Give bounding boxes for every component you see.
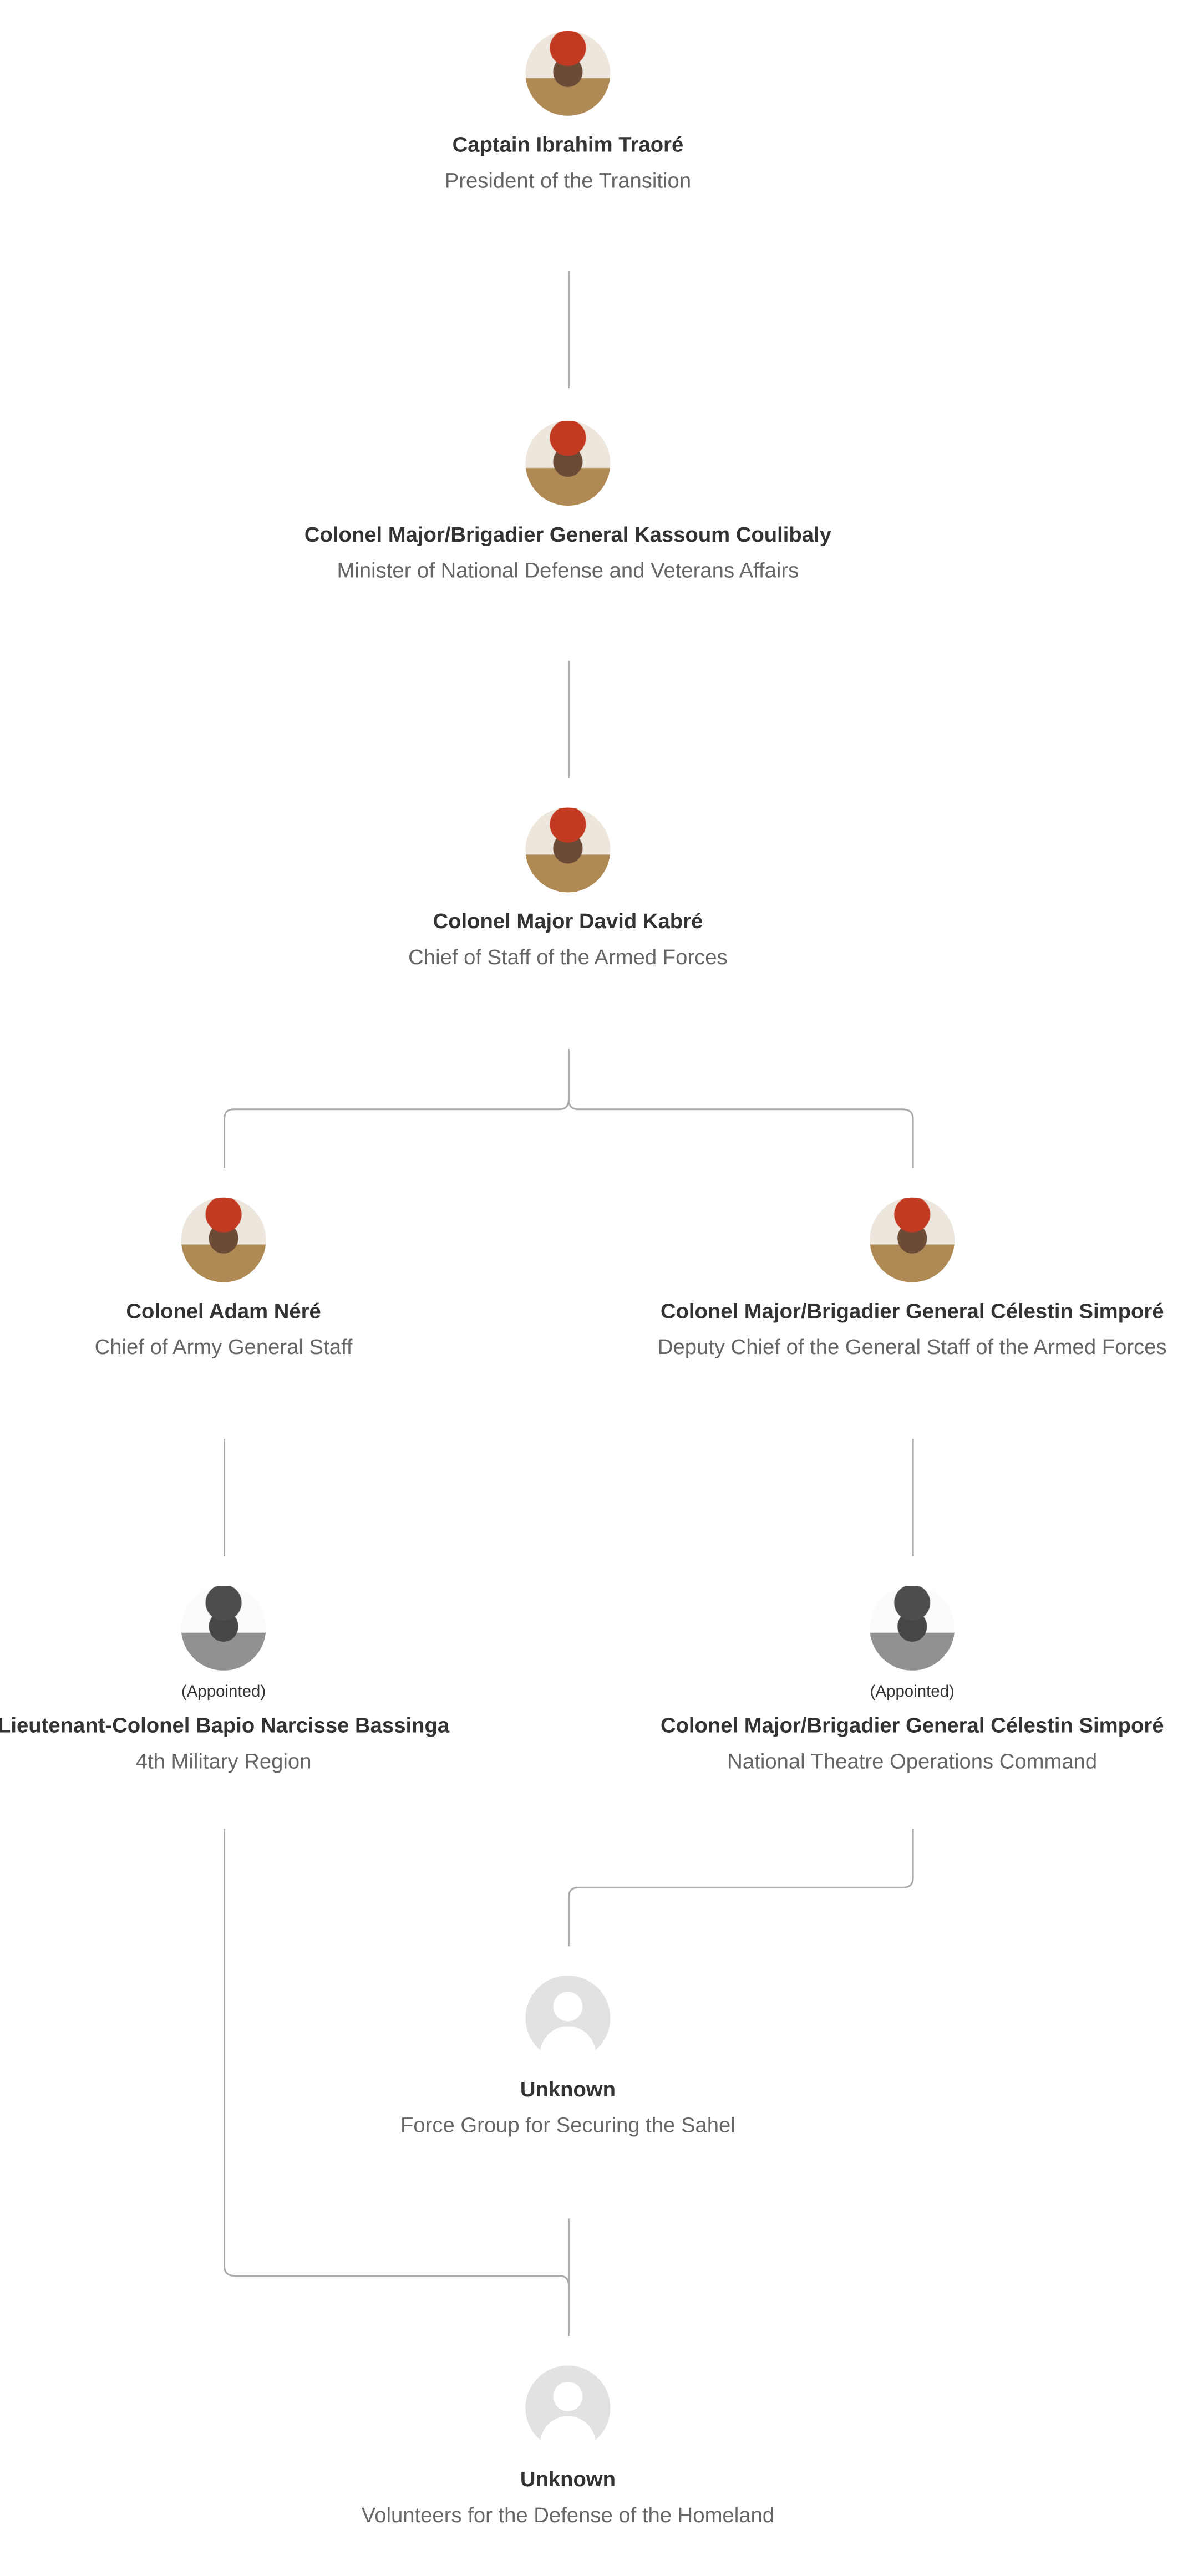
node-theatre-operations[interactable]: (Appointed) Colonel Major/Brigadier Gene… bbox=[602, 1585, 1188, 1775]
node-name: Lieutenant-Colonel Bapio Narcisse Bassin… bbox=[0, 1713, 450, 1738]
node-name: Colonel Major/Brigadier General Célestin… bbox=[660, 1713, 1164, 1738]
node-homeland-volunteers[interactable]: Unknown Volunteers for the Defense of th… bbox=[258, 2365, 878, 2528]
node-title: Minister of National Defense and Veteran… bbox=[337, 558, 799, 583]
node-name: Colonel Major/Brigadier General Kassoum … bbox=[304, 522, 831, 547]
node-name: Colonel Major/Brigadier General Célestin… bbox=[660, 1299, 1164, 1323]
node-defense-minister[interactable]: Colonel Major/Brigadier General Kassoum … bbox=[258, 421, 878, 584]
connector-7-8 bbox=[567, 1829, 914, 1947]
node-deputy-chief[interactable]: Colonel Major/Brigadier General Célestin… bbox=[602, 1197, 1188, 1361]
node-title: Volunteers for the Defense of the Homela… bbox=[361, 2502, 775, 2527]
node-title: National Theatre Operations Command bbox=[727, 1749, 1098, 1774]
appointed-note: (Appointed) bbox=[181, 1683, 266, 1702]
avatar-photo bbox=[525, 807, 611, 893]
node-title: President of the Transition bbox=[444, 168, 692, 193]
avatar-photo bbox=[181, 1585, 266, 1671]
node-title: Chief of Army General Staff bbox=[94, 1334, 353, 1359]
person-placeholder-icon bbox=[525, 1976, 611, 2061]
node-title: Deputy Chief of the General Staff of the… bbox=[657, 1334, 1167, 1359]
node-president[interactable]: Captain Ibrahim Traoré President of the … bbox=[258, 30, 878, 194]
node-sahel-force-group[interactable]: Unknown Force Group for Securing the Sah… bbox=[258, 1976, 878, 2139]
avatar-photo bbox=[525, 30, 611, 116]
node-name: Colonel Adam Néré bbox=[126, 1299, 321, 1323]
node-chief-of-staff[interactable]: Colonel Major David Kabré Chief of Staff… bbox=[258, 807, 878, 970]
avatar-photo bbox=[870, 1585, 955, 1671]
node-4th-military-region[interactable]: (Appointed) Lieutenant-Colonel Bapio Nar… bbox=[0, 1585, 534, 1775]
avatar-photo bbox=[181, 1197, 266, 1282]
node-name: Unknown bbox=[520, 2076, 616, 2101]
connector-3-branch bbox=[224, 1048, 914, 1168]
node-name: Colonel Major David Kabré bbox=[433, 908, 703, 933]
node-name: Captain Ibrahim Traoré bbox=[452, 132, 684, 157]
appointed-note: (Appointed) bbox=[870, 1683, 955, 1702]
connector-6-9 bbox=[224, 1829, 570, 2286]
node-name: Unknown bbox=[520, 2466, 616, 2491]
person-placeholder-icon bbox=[525, 2365, 611, 2451]
avatar-photo bbox=[870, 1197, 955, 1282]
node-title: Force Group for Securing the Sahel bbox=[400, 2112, 735, 2137]
node-army-chief[interactable]: Colonel Adam Néré Chief of Army General … bbox=[0, 1197, 534, 1361]
node-title: Chief of Staff of the Armed Forces bbox=[408, 944, 728, 969]
node-title: 4th Military Region bbox=[135, 1749, 312, 1774]
avatar-photo bbox=[525, 421, 611, 506]
